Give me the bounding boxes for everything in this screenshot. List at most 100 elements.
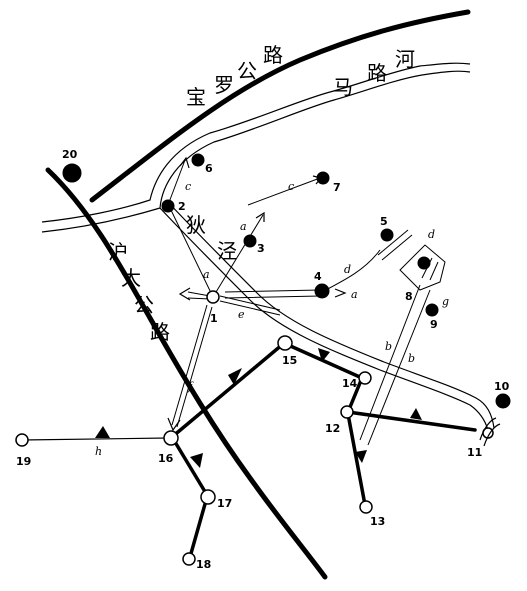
route-d-north-box [399,244,446,291]
baoluo-label-char: 罗 [214,73,234,97]
baoluo-label-char: 公 [237,59,257,83]
node-label: 2 [178,200,186,213]
route-label: g [442,295,449,308]
route-a-west-dbl [187,291,211,300]
node-label: 12 [325,422,340,435]
front-marker [228,368,242,385]
route-label: a [240,220,247,233]
node-4[interactable] [314,283,330,299]
route-label: c [288,180,294,193]
front-marker [410,408,422,420]
front-marker [318,348,330,362]
node-20[interactable] [62,163,82,183]
route-label: b [385,340,392,353]
route-c-east [247,177,321,206]
front-12-13 [346,412,367,507]
node-label: 3 [257,242,265,255]
route-h-line [21,437,169,441]
bridge-mark [479,417,501,447]
route-label: h [95,445,102,458]
node-19[interactable] [15,433,29,447]
node-17[interactable] [200,489,216,505]
front-lines [95,342,477,559]
node-16[interactable] [163,430,179,446]
node-label: 11 [467,446,482,459]
node-12[interactable] [340,405,354,419]
node-label: 17 [217,497,232,510]
malu-river [41,62,495,431]
hutai-label-char: 路 [150,320,170,344]
hutai-label-char: 太 [121,266,141,290]
node-18[interactable] [182,552,196,566]
node-label: 20 [62,148,78,161]
node-label: 5 [380,215,388,228]
node-1[interactable] [206,290,220,304]
route-label: c [185,180,191,193]
route-label: a [351,288,358,301]
node-label: 18 [196,558,211,571]
positions [15,153,511,566]
node-8[interactable] [417,256,431,270]
node-label: 10 [494,380,510,393]
node-label: 6 [205,162,213,175]
malu-label-char: 河 [395,47,415,71]
route-f-dbl [171,304,213,428]
route-b-long2 [367,289,431,446]
front-marker [95,426,110,438]
node-9[interactable] [425,303,439,317]
hutai-highway [45,167,328,580]
front-12-11 [346,410,477,432]
route-e-dbl [219,295,281,316]
node-10[interactable] [495,393,511,409]
route-label: e [238,308,245,321]
node-15[interactable] [277,335,293,351]
route-letters: c c a a a e d d g g b b f h [95,180,449,458]
route-a-east-dbl [224,289,321,299]
node-14[interactable] [358,371,372,385]
malu-label-char: 马 [333,75,353,99]
node-3[interactable] [243,234,257,248]
route-label: d [344,263,351,276]
node-6[interactable] [191,153,205,167]
dijing-label-char: 泾 [217,239,237,263]
baoluo-highway [89,9,471,203]
hutai-label-char: 公 [134,293,154,317]
route-label: b [408,352,415,365]
node-numbers: 1 2 3 4 5 6 7 8 9 10 11 12 13 14 15 16 1… [16,148,510,571]
route-label: a [203,268,210,281]
route-d-pair [377,229,413,261]
route-c-north [167,159,186,206]
node-label: 13 [370,515,385,528]
front-16-17 [170,435,209,497]
node-label: 16 [158,452,174,465]
baoluo-label-char: 路 [263,43,283,67]
node-label: 4 [314,270,322,283]
node-label: 1 [210,312,218,325]
front-marker [355,450,367,463]
front-marker [190,453,203,468]
malu-label-char: 路 [367,61,387,85]
node-label: 14 [342,377,358,390]
node-13[interactable] [359,500,373,514]
route-a-northwest [169,207,214,298]
node-5[interactable] [380,228,394,242]
hutai-label-char: 沪 [108,240,128,264]
front-15-14 [284,342,364,380]
place-names: 宝 罗 公 路 马 路 河 狄 泾 沪 太 公 路 [108,43,415,344]
node-label: 7 [333,181,341,194]
node-label: 19 [16,455,31,468]
routes [21,156,446,446]
node-2[interactable] [161,199,175,213]
node-label: 9 [430,318,438,331]
node-label: 8 [405,290,413,303]
node-label: 15 [282,354,297,367]
route-label: g [420,254,427,267]
route-label: f [187,380,194,393]
route-a-northeast [212,214,264,298]
node-7[interactable] [316,171,330,185]
front-16-15 [170,342,285,439]
baoluo-label-char: 宝 [186,85,206,109]
dijing-label-char: 狄 [186,213,206,237]
route-label: d [428,228,435,241]
